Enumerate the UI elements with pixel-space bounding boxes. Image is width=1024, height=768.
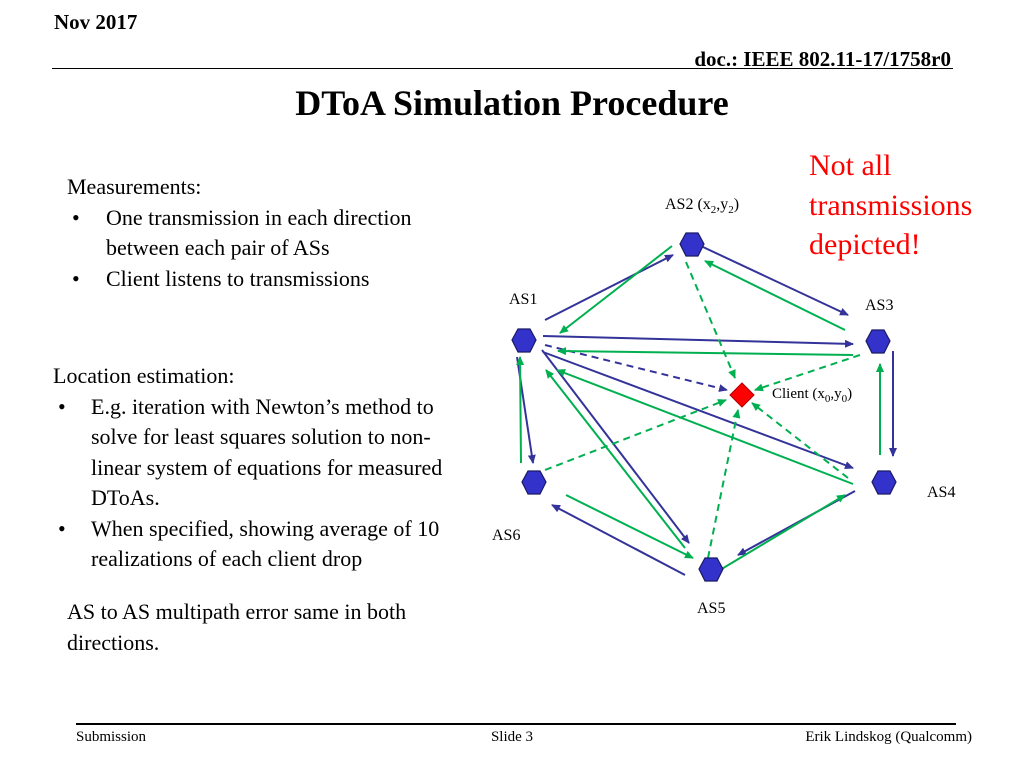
warning-line: Not all: [809, 149, 892, 182]
as1-label: AS1: [509, 291, 538, 308]
blue-arrow: [544, 254, 674, 321]
green-arrow: [719, 494, 846, 571]
warning-line: transmissions: [809, 188, 973, 222]
blue-arrows: [516, 246, 897, 576]
location-list: E.g. iteration with Newton’s method to s…: [53, 392, 473, 575]
as5-label: AS5: [697, 600, 726, 617]
blue-dashed-arrow: [544, 344, 728, 392]
green-dashed-arrow: [751, 402, 849, 479]
as3-label: AS3: [865, 297, 894, 314]
green-dashed-arrow: [685, 261, 736, 379]
measurements-list: One transmission in each direction betwe…: [67, 203, 437, 295]
measurements-bullet: One transmission in each direction betwe…: [67, 203, 437, 264]
as4-label: AS4: [927, 484, 956, 501]
location-heading: Location estimation:: [53, 363, 235, 388]
measurements-heading: Measurements:: [67, 174, 202, 199]
green-arrow: [556, 369, 854, 485]
location-block: Location estimation: E.g. iteration with…: [53, 361, 473, 575]
blue-arrow: [702, 246, 849, 316]
as-nodes: [511, 232, 897, 582]
location-bullet: E.g. iteration with Newton’s method to s…: [53, 392, 473, 514]
green-arrow: [557, 347, 854, 356]
green-arrow: [559, 245, 673, 334]
client-label: Client (x0,y0): [772, 386, 853, 405]
as5-node: [698, 557, 724, 582]
blue-arrow: [542, 335, 854, 348]
blue-arrow: [542, 351, 854, 469]
green-arrow: [516, 356, 525, 464]
as3-node: [865, 329, 891, 354]
as1-node: [511, 328, 537, 353]
green-dashed-arrow: [754, 354, 861, 392]
warning-line: depicted!: [809, 228, 921, 261]
as2-node: [679, 232, 705, 257]
as6-node: [521, 470, 547, 495]
green-dashed-arrow: [707, 409, 741, 559]
header-date: Nov 2017: [54, 10, 138, 34]
location-bullet: When specified, showing average of 10 re…: [53, 514, 473, 575]
measurements-bullet: Client listens to transmissions: [67, 264, 437, 295]
green-arrows: [516, 245, 884, 571]
green-arrow: [704, 260, 846, 331]
header-rule: [52, 68, 953, 69]
multipath-note: AS to AS multipath error same in both di…: [67, 599, 407, 655]
blue-arrow: [551, 504, 686, 576]
header-doc-id: doc.: IEEE 802.11-17/1758r0: [694, 47, 951, 71]
footer-rule: [76, 723, 956, 725]
slide-title: DToA Simulation Procedure: [295, 83, 729, 123]
blue-arrow: [541, 349, 690, 544]
measurements-block: Measurements: One transmission in each d…: [67, 172, 437, 294]
green-arrow: [545, 369, 686, 549]
as4-node: [871, 470, 897, 495]
footer-author: Erik Lindskog (Qualcomm): [805, 729, 972, 745]
footer-submission: Submission: [76, 729, 147, 745]
green-dashed-arrow: [544, 399, 727, 471]
as6-label: AS6: [492, 527, 521, 544]
warning-note: Not all transmissions depicted!: [809, 146, 972, 265]
green-dashed-arrows: [544, 261, 861, 559]
green-arrow: [565, 494, 694, 559]
as2-label: AS2 (x2,y2): [665, 196, 740, 217]
footer-slide-number: Slide 3: [490, 729, 534, 745]
client-node: [729, 382, 755, 408]
